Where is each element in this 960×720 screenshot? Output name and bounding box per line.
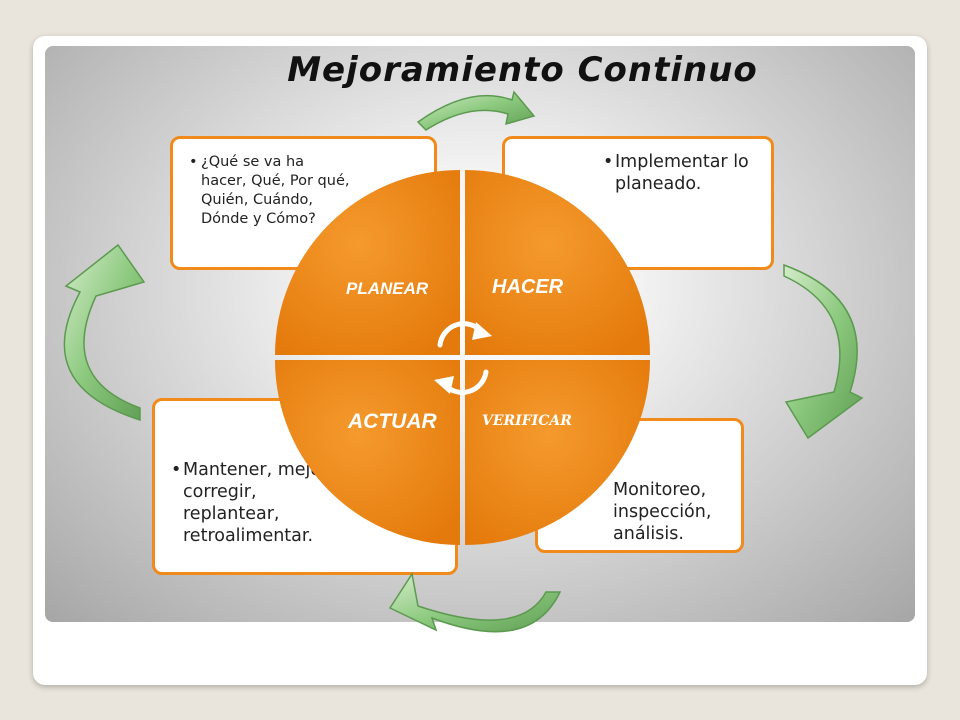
slide-title: Mejoramiento Continuo <box>287 50 758 90</box>
pdca-circle <box>275 170 650 545</box>
quadrant-label-plan: PLANEAR <box>346 279 429 298</box>
quadrant-check <box>465 360 650 545</box>
bottom-curved-arrow-icon <box>388 572 562 633</box>
check-box-text: Monitoreo, inspección, análisis. <box>613 480 712 544</box>
act-box-text: Mantener, mejorar, corregir, replantear,… <box>171 459 353 547</box>
left-curved-arrow-icon <box>63 243 146 422</box>
quadrant-do <box>465 170 650 355</box>
right-curved-arrow-icon <box>783 263 864 440</box>
quadrant-plan <box>275 170 460 355</box>
quadrant-label-act: ACTUAR <box>348 410 437 433</box>
top-curved-arrow-icon <box>416 90 536 131</box>
do-box-text: Implementar lo planeado. <box>603 151 765 195</box>
quadrant-label-do: HACER <box>492 276 564 298</box>
plan-box-text: ¿Qué se va ha hacer, Qué, Por qué, Quién… <box>189 153 351 229</box>
refresh-cycle-icon <box>434 321 492 395</box>
quadrant-label-check: VERIFICAR <box>482 413 572 429</box>
quadrant-act <box>275 360 460 545</box>
